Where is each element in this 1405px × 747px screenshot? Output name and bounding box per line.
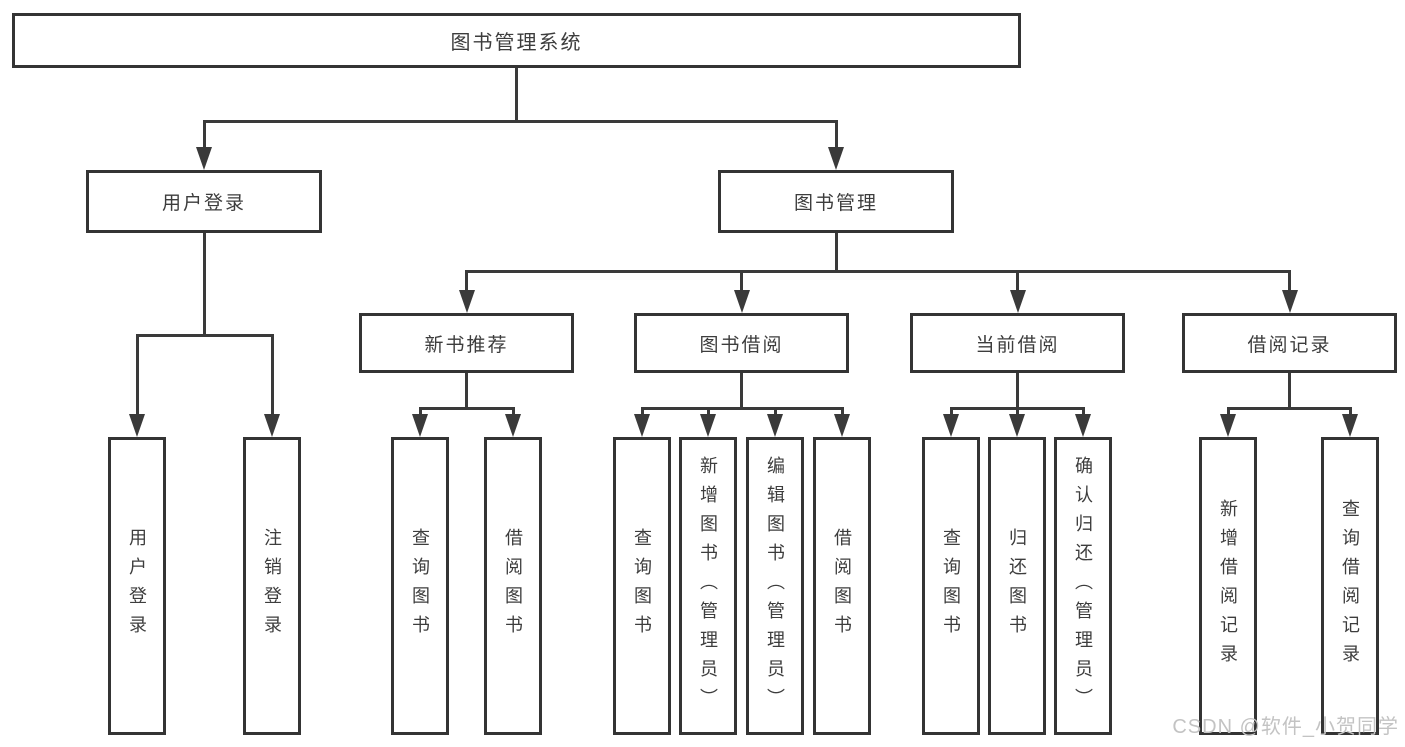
- arrowhead-down-icon: [1342, 414, 1358, 437]
- node-label-book-mgmt: 图书管理: [793, 193, 878, 214]
- arrowhead-down-icon: [1281, 290, 1298, 313]
- arrowhead-down-icon: [834, 414, 850, 437]
- node-root: 图书管理系统: [12, 13, 1021, 68]
- connector-stem-borrow-record: [1288, 373, 1291, 410]
- arrowhead-down-icon: [196, 147, 212, 170]
- connector-drop: [706, 407, 710, 419]
- node-label-book-borrow: 图书借阅: [699, 334, 784, 356]
- node-label-query-book-current: 查询图书: [941, 528, 961, 644]
- arrowhead-down-icon: [943, 414, 959, 437]
- node-new-book-rec: 新书推荐: [359, 313, 574, 373]
- node-confirm-return-admin: 确认归还（管理员）: [1054, 437, 1112, 735]
- connector-bar-new-book-rec: [418, 407, 515, 410]
- node-edit-book-admin: 编辑图书（管理员）: [746, 437, 804, 735]
- arrowhead-down-icon: [767, 414, 783, 437]
- node-label-root: 图书管理系统: [450, 32, 583, 54]
- node-add-book-admin: 新增图书（管理员）: [679, 437, 737, 735]
- arrowhead-down-icon: [412, 414, 428, 437]
- connector-drop: [740, 270, 743, 295]
- arrowhead-down-icon: [458, 290, 475, 313]
- connector-stem-book-borrow: [740, 373, 743, 410]
- csdn-watermark: CSDN @软件_小贺同学: [1172, 716, 1399, 738]
- connector-drop: [834, 120, 838, 152]
- connector-bar-book-mgmt: [465, 270, 1291, 273]
- arrowhead-down-icon: [505, 414, 521, 437]
- connector-drop: [640, 407, 644, 419]
- arrowhead-down-icon: [1009, 290, 1026, 313]
- arrowhead-down-icon: [700, 414, 716, 437]
- connector-drop: [840, 407, 844, 419]
- connector-drop: [1226, 407, 1230, 419]
- node-label-logout-leaf: 注销登录: [262, 528, 282, 644]
- node-label-return-book: 归还图书: [1007, 528, 1027, 644]
- node-label-borrow-book-rec: 借阅图书: [503, 528, 523, 644]
- node-book-borrow: 图书借阅: [634, 313, 849, 373]
- connector-drop: [1288, 270, 1291, 295]
- node-label-user-login: 用户登录: [161, 193, 246, 214]
- connector-bar-user-login: [135, 334, 274, 337]
- node-borrow-book-leaf: 借阅图书: [813, 437, 871, 735]
- node-query-book-rec: 查询图书: [391, 437, 449, 735]
- connector-stem-current-borrow: [1016, 373, 1019, 410]
- connector-stem-book-mgmt: [834, 233, 838, 273]
- node-label-query-book-rec: 查询图书: [410, 528, 430, 644]
- node-label-add-book-admin: 新增图书（管理员）: [698, 455, 718, 717]
- node-label-borrow-record: 借阅记录: [1247, 334, 1332, 356]
- arrowhead-down-icon: [1220, 414, 1236, 437]
- connector-drop: [270, 334, 274, 419]
- connector-drop: [465, 270, 468, 295]
- connector-drop: [1015, 407, 1019, 419]
- node-label-add-borrow-record: 新增借阅记录: [1218, 499, 1238, 673]
- connector-drop: [949, 407, 953, 419]
- node-label-current-borrow: 当前借阅: [975, 334, 1060, 356]
- node-query-borrow-record: 查询借阅记录: [1321, 437, 1379, 735]
- connector-stem-root: [515, 68, 518, 123]
- connector-bar-borrow-record: [1226, 407, 1352, 410]
- node-user-login-leaf: 用户登录: [108, 437, 166, 735]
- connector-drop: [511, 407, 515, 419]
- arrowhead-down-icon: [828, 147, 844, 170]
- node-add-borrow-record: 新增借阅记录: [1199, 437, 1257, 735]
- connector-stem-user-login: [202, 233, 206, 337]
- arrowhead-down-icon: [129, 414, 145, 437]
- arrowhead-down-icon: [264, 414, 280, 437]
- arrowhead-down-icon: [1009, 414, 1025, 437]
- arrowhead-down-icon: [634, 414, 650, 437]
- node-label-edit-book-admin: 编辑图书（管理员）: [765, 455, 785, 717]
- node-borrow-record: 借阅记录: [1182, 313, 1397, 373]
- connector-drop: [1081, 407, 1085, 419]
- arrowhead-down-icon: [1075, 414, 1091, 437]
- arrowhead-down-icon: [733, 290, 750, 313]
- node-query-book-current: 查询图书: [922, 437, 980, 735]
- connector-drop: [418, 407, 422, 419]
- node-book-mgmt: 图书管理: [718, 170, 954, 233]
- connector-stem-new-book-rec: [465, 373, 468, 410]
- connector-drop: [1016, 270, 1019, 295]
- node-label-user-login-leaf: 用户登录: [127, 528, 147, 644]
- connector-bar-root: [202, 120, 838, 123]
- connector-bar-book-borrow: [640, 407, 844, 410]
- node-current-borrow: 当前借阅: [910, 313, 1125, 373]
- connector-drop: [773, 407, 777, 419]
- connector-drop: [135, 334, 139, 419]
- node-query-book-borrow: 查询图书: [613, 437, 671, 735]
- node-label-new-book-rec: 新书推荐: [424, 334, 509, 356]
- node-label-borrow-book-leaf: 借阅图书: [832, 528, 852, 644]
- connector-drop: [202, 120, 206, 152]
- connector-drop: [1348, 407, 1352, 419]
- node-label-confirm-return-admin: 确认归还（管理员）: [1073, 455, 1093, 717]
- node-label-query-book-borrow: 查询图书: [632, 528, 652, 644]
- node-logout-leaf: 注销登录: [243, 437, 301, 735]
- node-borrow-book-rec: 借阅图书: [484, 437, 542, 735]
- node-label-query-borrow-record: 查询借阅记录: [1340, 499, 1360, 673]
- node-user-login: 用户登录: [86, 170, 322, 233]
- node-return-book: 归还图书: [988, 437, 1046, 735]
